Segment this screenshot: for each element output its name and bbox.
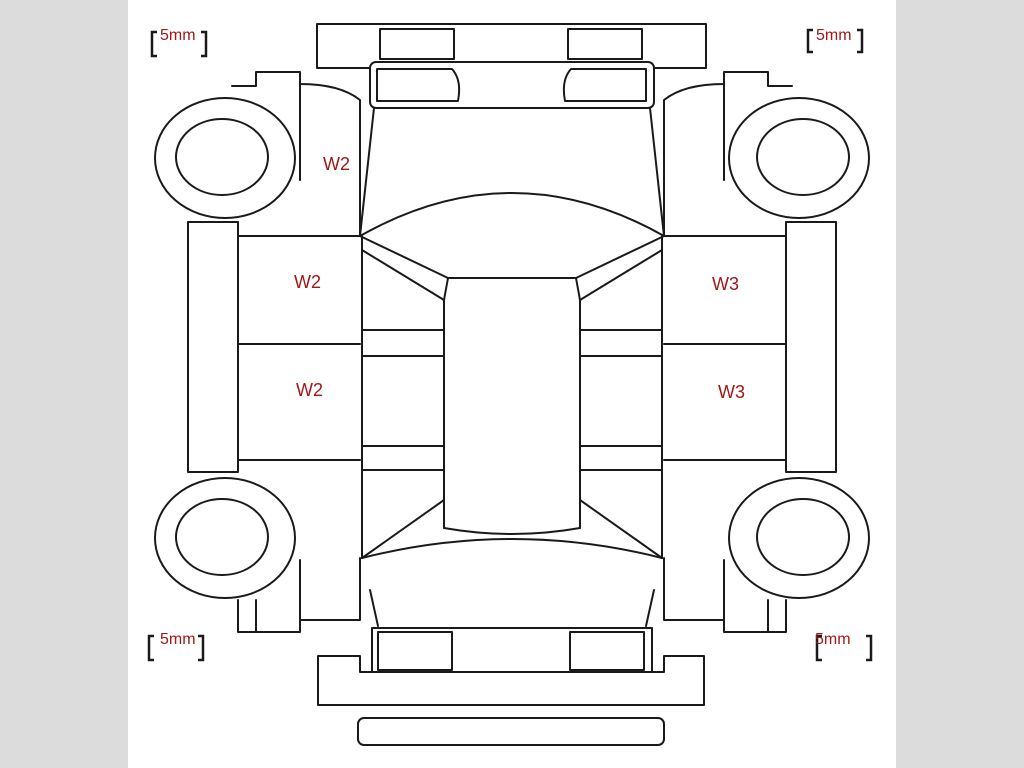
- scale-marker-bottom-right: 5mm: [815, 631, 873, 662]
- front-right-wheel: [728, 97, 870, 219]
- trunk-lid: [361, 538, 663, 673]
- front-bumper: [316, 23, 707, 69]
- front-left-wheel: [154, 97, 296, 219]
- mark-front-left-fender: W2: [323, 154, 350, 174]
- left-front-fender: [231, 71, 361, 237]
- mark-right-front-door: W3: [712, 274, 739, 294]
- mark-left-front-door: W2: [294, 272, 321, 292]
- left-doors: [187, 221, 361, 473]
- roof: [443, 277, 581, 535]
- hood: [359, 107, 665, 237]
- mark-left-rear-door: W2: [296, 380, 323, 400]
- left-rear-quarter: [237, 557, 361, 633]
- mark-right-rear-door: W3: [718, 382, 745, 402]
- windshield: [359, 235, 665, 279]
- rear-left-wheel: [154, 477, 296, 599]
- scale-marker-bottom-left: 5mm: [147, 631, 205, 662]
- pillars: [361, 235, 663, 559]
- scale-label-bottom-right: 5mm: [815, 631, 851, 648]
- scale-label-bottom-left: 5mm: [160, 631, 196, 648]
- scale-marker-top-left: 5mm: [150, 27, 208, 58]
- front-grille: [369, 61, 655, 109]
- rear-bumper: [317, 655, 705, 746]
- right-doors: [663, 221, 837, 473]
- right-rear-quarter: [663, 557, 787, 633]
- right-front-fender: [663, 71, 793, 237]
- scale-label-top-right: 5mm: [816, 27, 852, 44]
- rear-right-wheel: [728, 477, 870, 599]
- scale-marker-top-right: 5mm: [806, 27, 864, 54]
- scale-label-top-left: 5mm: [160, 27, 196, 44]
